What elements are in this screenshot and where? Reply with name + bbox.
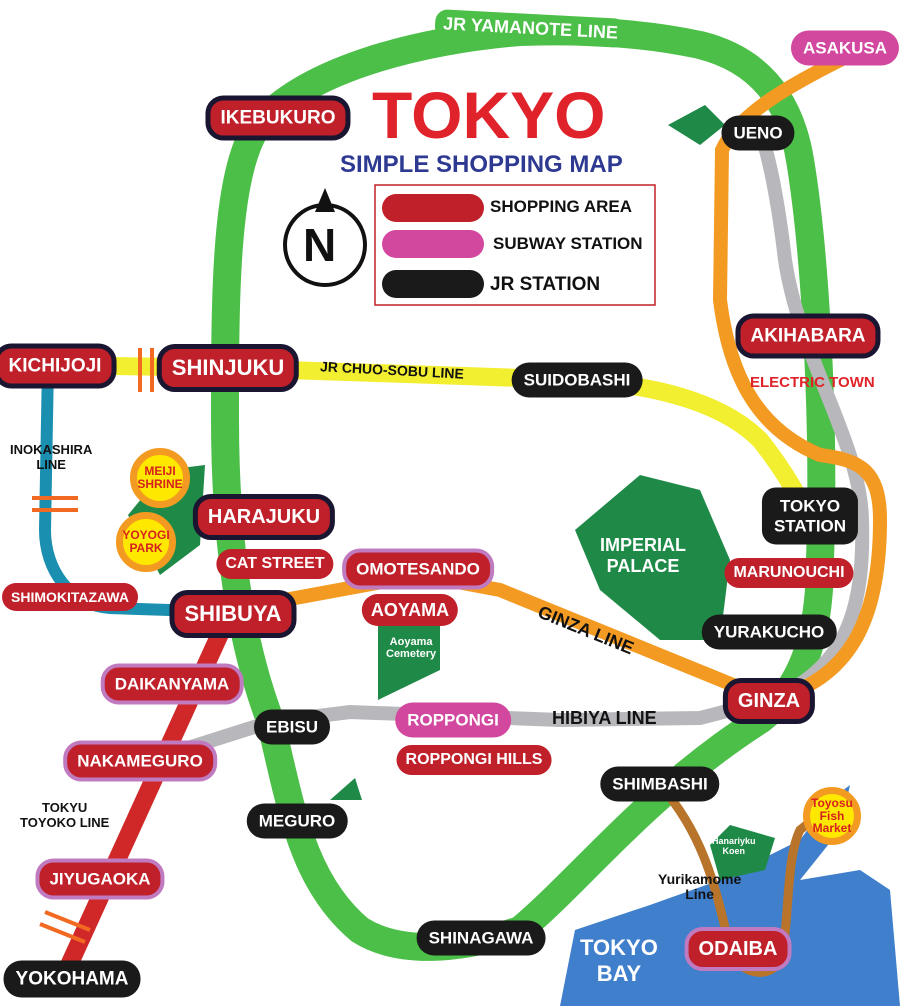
aoyama-cemetery-label: Aoyama Cemetery bbox=[386, 636, 437, 660]
station-shinjuku[interactable]: SHINJUKU bbox=[156, 344, 300, 392]
station-ueno[interactable]: UENO bbox=[721, 115, 795, 151]
hamarikyu-label: Hanariyku Koen bbox=[712, 836, 756, 856]
imperial-palace-park bbox=[575, 475, 730, 640]
compass-arrow bbox=[315, 188, 335, 212]
inokashira-line-label: INOKASHIRA LINE bbox=[10, 442, 93, 472]
tokyo-bay-label: TOKYO BAY bbox=[580, 935, 658, 987]
station-roppongi[interactable]: ROPPONGI bbox=[395, 702, 511, 738]
area-shimokitazawa[interactable]: SHIMOKITAZAWA bbox=[2, 583, 138, 611]
station-akihabara[interactable]: AKIHABARA bbox=[735, 313, 881, 359]
toyosu-fish-market[interactable]: Toyosu Fish Market bbox=[803, 787, 861, 845]
imperial-palace-label: IMPERIAL PALACE bbox=[600, 535, 687, 576]
station-ikebukuro[interactable]: IKEBUKURO bbox=[205, 95, 351, 141]
station-daikanyama[interactable]: DAIKANYAMA bbox=[100, 663, 244, 705]
page-subtitle: SIMPLE SHOPPING MAP bbox=[340, 151, 623, 178]
area-marunouchi[interactable]: MARUNOUCHI bbox=[724, 558, 854, 588]
station-ginza[interactable]: GINZA bbox=[722, 678, 816, 724]
station-harajuku[interactable]: HARAJUKU bbox=[192, 494, 336, 540]
meiji-shrine[interactable]: MEIJI SHRINE bbox=[130, 448, 190, 508]
legend-subway: SUBWAY STATION bbox=[493, 234, 643, 253]
station-meguro[interactable]: MEGURO bbox=[246, 803, 348, 839]
station-asakusa[interactable]: ASAKUSA bbox=[790, 30, 900, 66]
station-jiyugaoka[interactable]: JIYUGAOKA bbox=[35, 858, 165, 900]
legend-jr: JR STATION bbox=[490, 274, 601, 295]
station-yokohama[interactable]: YOKOHAMA bbox=[3, 960, 141, 998]
toyoko-line-label: TOKYU TOYOKO LINE bbox=[20, 800, 110, 830]
ueno-park bbox=[668, 105, 725, 145]
station-nakameguro[interactable]: NAKAMEGURO bbox=[63, 740, 217, 782]
crossing-marks bbox=[32, 348, 154, 944]
yoyogi-park[interactable]: YOYOGI PARK bbox=[116, 512, 176, 572]
station-odaiba[interactable]: ODAIBA bbox=[684, 927, 792, 971]
station-shinagawa[interactable]: SHINAGAWA bbox=[416, 920, 546, 956]
area-aoyama[interactable]: AOYAMA bbox=[361, 594, 459, 626]
station-shimbashi[interactable]: SHIMBASHI bbox=[600, 766, 720, 802]
north-label: N bbox=[303, 219, 337, 271]
yurikamome-line-label: Yurikamome Line bbox=[658, 871, 742, 903]
electric-town-label: ELECTRIC TOWN bbox=[750, 374, 875, 391]
meguro-park bbox=[330, 778, 362, 800]
hibiya-line-label: HIBIYA LINE bbox=[552, 708, 657, 728]
station-kichijoji[interactable]: KICHIJOJI bbox=[0, 343, 117, 389]
tokyo-bay bbox=[560, 785, 900, 1006]
yurikamome-line bbox=[656, 782, 828, 977]
area-cat-street[interactable]: CAT STREET bbox=[216, 549, 334, 579]
station-omotesando[interactable]: OMOTESANDO bbox=[342, 548, 494, 590]
hamarikyu-park bbox=[710, 825, 775, 880]
station-tokyo[interactable]: TOKYO STATION bbox=[761, 487, 859, 545]
area-roppongi-hills[interactable]: ROPPONGI HILLS bbox=[396, 745, 552, 775]
legend-shopping: SHOPPING AREA bbox=[490, 197, 633, 216]
aoyama-cemetery-park bbox=[378, 620, 440, 700]
station-suidobashi[interactable]: SUIDOBASHI bbox=[511, 362, 643, 398]
station-shibuya[interactable]: SHIBUYA bbox=[169, 590, 297, 638]
page-title: TOKYO bbox=[372, 78, 606, 152]
station-yurakucho[interactable]: YURAKUCHO bbox=[701, 614, 837, 650]
station-ebisu[interactable]: EBISU bbox=[254, 709, 330, 745]
